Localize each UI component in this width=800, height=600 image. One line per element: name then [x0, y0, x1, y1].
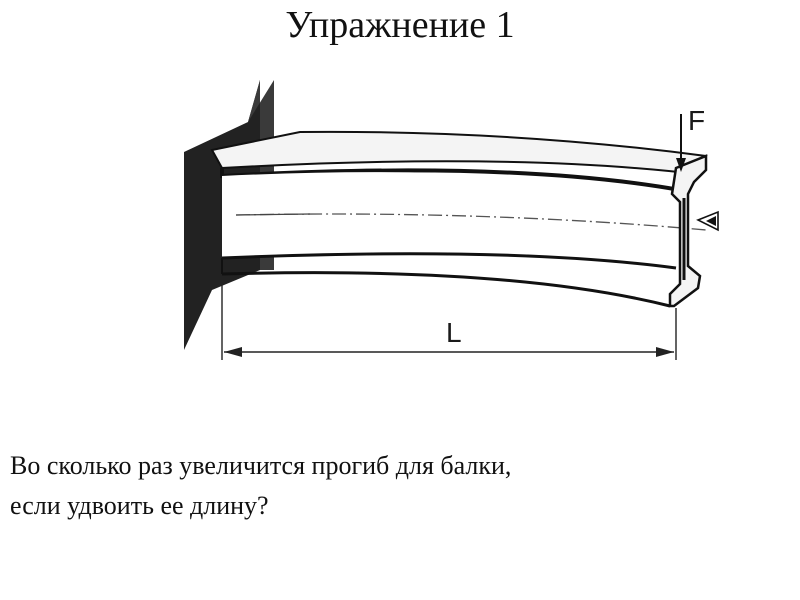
cantilever-beam-diagram: F L [150, 70, 730, 390]
beam-bottom-flange [221, 252, 677, 308]
question-text: Во сколько раз увеличится прогиб для бал… [10, 446, 770, 526]
slide-title: Упражнение 1 [285, 4, 515, 46]
question-line-2: если удвоить ее длину? [10, 491, 269, 520]
force-label: F [688, 105, 705, 136]
beam-end-section [668, 154, 719, 308]
beam-web [222, 172, 707, 270]
length-dimension [221, 278, 677, 360]
question-line-1: Во сколько раз увеличится прогиб для бал… [10, 451, 512, 480]
force-arrow [676, 114, 686, 172]
beam-svg: F L [184, 80, 719, 360]
length-label: L [446, 317, 462, 348]
